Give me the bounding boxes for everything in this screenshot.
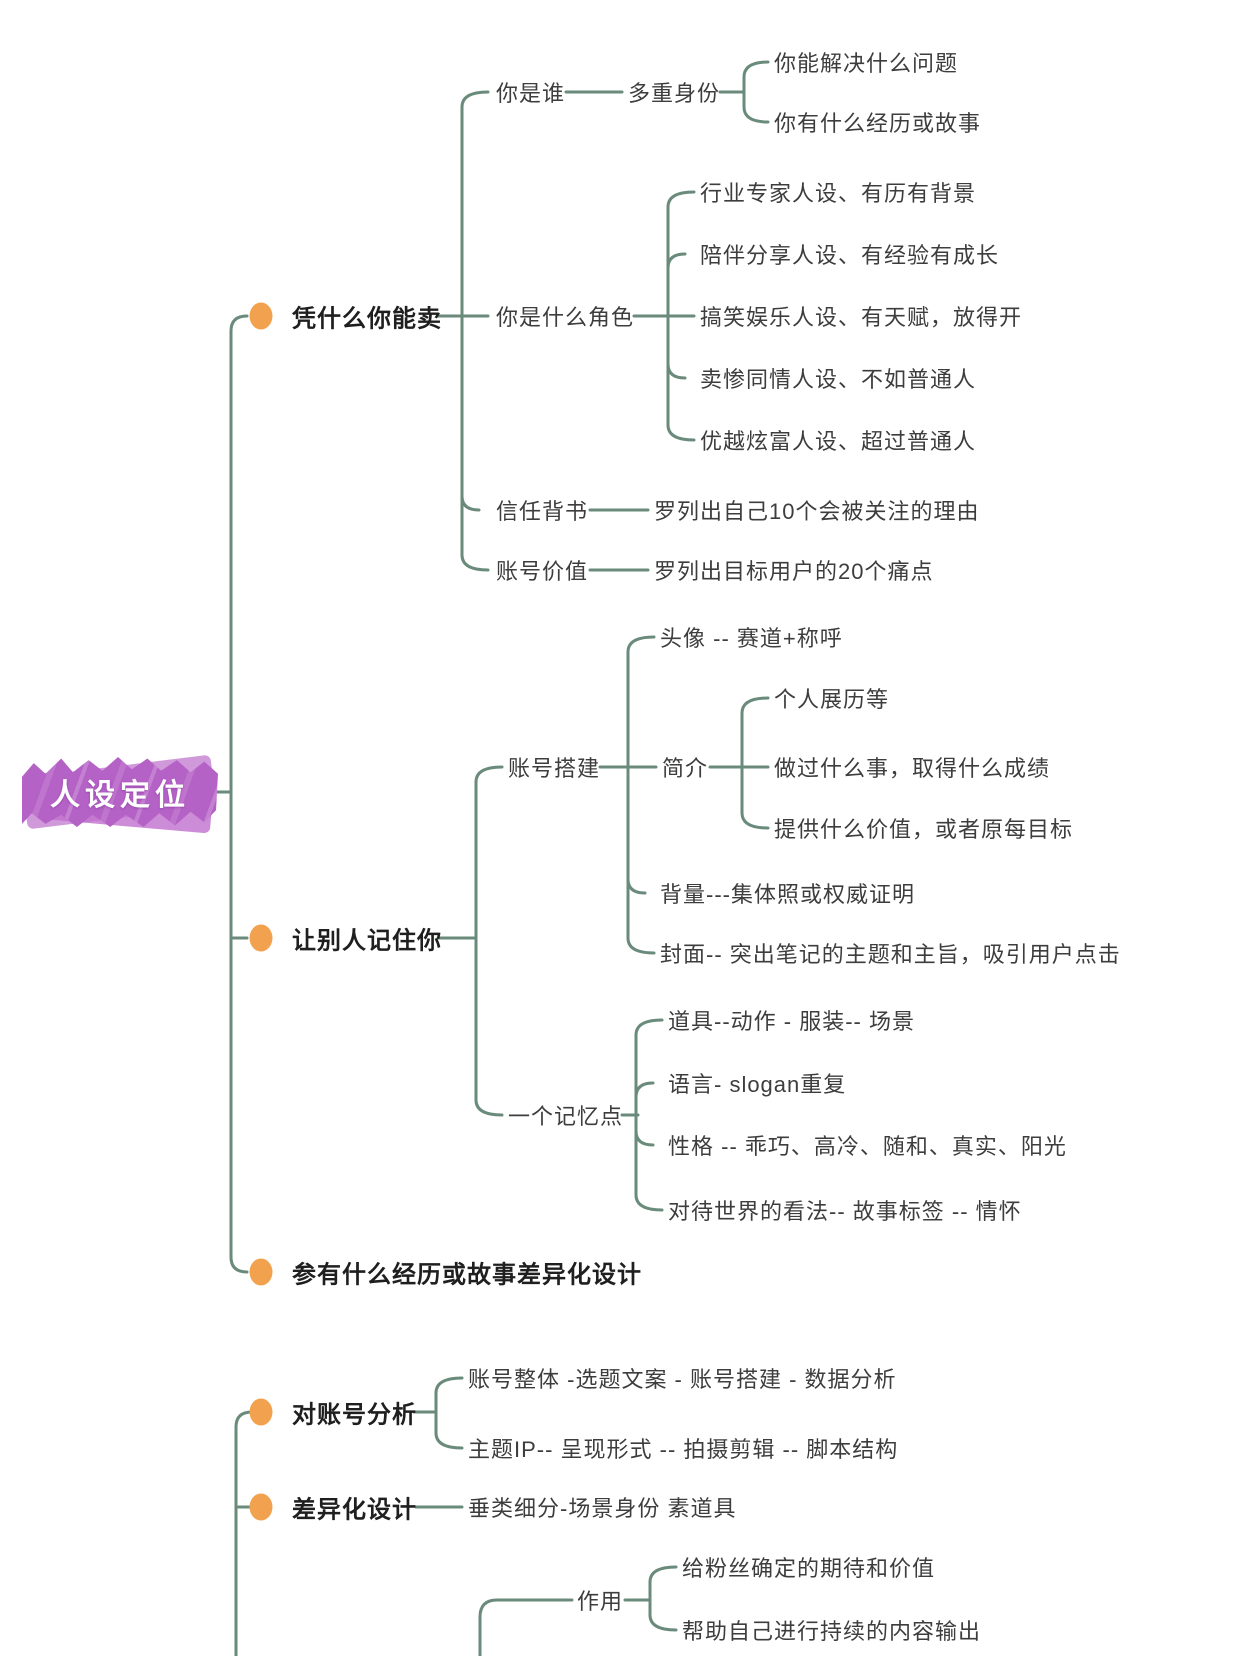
node-account-overall[interactable]: 账号整体 -选题文案 - 账号搭建 - 数据分析 [468,1367,897,1392]
node-bio-personal-resume[interactable]: 个人展历等 [774,687,890,712]
node-multiple-identities[interactable]: 多重身份 [628,81,721,106]
node-vertical-segmentation[interactable]: 垂类细分-场景身份 素道具 [468,1496,737,1521]
node-background-proof[interactable]: 背量---集体照或权威证明 [660,882,915,907]
node-role-wealth-flaunting[interactable]: 优越炫富人设、超过普通人 [700,429,977,454]
node-trust-endorsement-detail[interactable]: 罗列出自己10个会被关注的理由 [654,499,980,524]
node-bio[interactable]: 简介 [662,756,709,781]
node-who-are-you[interactable]: 你是谁 [496,81,566,106]
branch-bullet-icon [249,924,273,952]
node-trust-endorsement[interactable]: 信任背书 [496,499,589,524]
node-memory-language-slogan[interactable]: 语言- slogan重复 [668,1072,847,1097]
branch-experience-story-differentiation[interactable]: 参有什么经历或故事差异化设计 [292,1261,642,1289]
node-role-companion-sharer[interactable]: 陪伴分享人设、有经验有成长 [700,243,1000,268]
node-account-setup[interactable]: 账号搭建 [508,756,601,781]
node-what-role[interactable]: 你是什么角色 [496,305,635,330]
node-what-problems-you-solve[interactable]: 你能解决什么问题 [774,51,959,76]
branch-bullet-icon [249,1258,273,1286]
node-avatar[interactable]: 头像 -- 赛道+称呼 [660,626,843,651]
node-role-sympathy[interactable]: 卖惨同情人设、不如普通人 [700,367,977,392]
branch-why-you-can-sell[interactable]: 凭什么你能卖 [292,305,442,333]
branch-bullet-icon [249,1398,273,1426]
node-your-experience-or-story[interactable]: 你有什么经历或故事 [774,111,982,136]
branch-differentiation-design[interactable]: 差异化设计 [292,1496,417,1524]
node-role-industry-expert[interactable]: 行业专家人设、有历有背景 [700,181,977,206]
node-memory-point[interactable]: 一个记忆点 [508,1104,624,1129]
node-role-funny-entertainer[interactable]: 搞笑娱乐人设、有天赋，放得开 [700,305,1023,330]
root-brush-stroke [22,757,218,827]
branch-make-people-remember-you[interactable]: 让别人记住你 [292,927,442,955]
node-function-fan-expectation[interactable]: 给粉丝确定的期待和价值 [682,1556,936,1581]
node-account-value-detail[interactable]: 罗列出目标用户的20个痛点 [654,559,934,584]
branch-bullet-icon [249,302,273,330]
root-label: 人设定位 [50,779,190,812]
node-bio-value-provided[interactable]: 提供什么价值，或者原每目标 [774,817,1074,842]
node-theme-ip[interactable]: 主题IP-- 呈现形式 -- 拍摄剪辑 -- 脚本结构 [468,1437,899,1462]
node-memory-personality[interactable]: 性格 -- 乖巧、高冷、随和、真实、阳光 [668,1134,1067,1159]
node-bio-achievements[interactable]: 做过什么事，取得什么成绩 [774,756,1051,781]
node-cover[interactable]: 封面-- 突出笔记的主题和主旨，吸引用户点击 [660,942,1121,967]
node-function-continuous-output[interactable]: 帮助自己进行持续的内容输出 [682,1619,982,1644]
root-node-persona-positioning[interactable]: 人设定位 [21,740,218,844]
node-function[interactable]: 作用 [577,1589,624,1614]
branch-account-analysis[interactable]: 对账号分析 [292,1401,417,1429]
branch-bullet-icon [249,1493,273,1521]
node-memory-worldview[interactable]: 对待世界的看法-- 故事标签 -- 情怀 [668,1199,1022,1224]
node-memory-props[interactable]: 道具--动作 - 服装-- 场景 [668,1009,915,1034]
node-account-value[interactable]: 账号价值 [496,559,589,584]
